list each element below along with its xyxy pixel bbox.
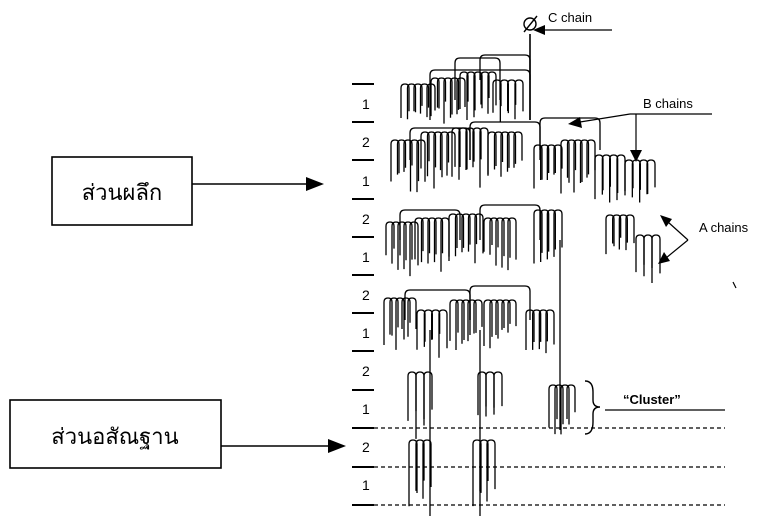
chain-cluster xyxy=(549,385,575,434)
layer-number: 1 xyxy=(362,173,370,189)
chain-cluster xyxy=(561,140,595,194)
chain-cluster xyxy=(415,218,449,272)
layer-number: 2 xyxy=(362,134,370,150)
cluster-label: “Cluster” xyxy=(623,392,681,407)
chain-cluster xyxy=(484,300,516,348)
chain-cluster xyxy=(478,372,502,416)
chain-cluster xyxy=(595,155,625,202)
crystalline-arrow xyxy=(192,177,324,191)
amorphous-region-box: ส่วนอสัณฐาน xyxy=(10,400,221,468)
b-chain-link xyxy=(405,290,470,320)
b-chains-label: B chains xyxy=(643,96,693,111)
chain-cluster xyxy=(488,132,522,177)
chain-cluster xyxy=(484,218,516,270)
layer-number: 2 xyxy=(362,363,370,379)
chain-cluster xyxy=(493,80,523,121)
a-chains-annotation: A chains xyxy=(658,215,749,264)
layer-number: 1 xyxy=(362,249,370,265)
chain-cluster xyxy=(625,160,655,203)
layer-number: 1 xyxy=(362,325,370,341)
layer-number: 2 xyxy=(362,287,370,303)
layer-number: 1 xyxy=(362,477,370,493)
stray-mark xyxy=(733,282,736,288)
layer-number: 1 xyxy=(362,401,370,417)
b-chains-annotation: B chains xyxy=(568,96,712,162)
cluster-annotation: “Cluster” xyxy=(585,381,725,434)
chain-cluster xyxy=(408,372,432,439)
chain-cluster xyxy=(409,440,431,506)
layer-number: 1 xyxy=(362,96,370,112)
layer-number: 2 xyxy=(362,439,370,455)
amorphous-arrow xyxy=(221,439,346,453)
chain-cluster xyxy=(421,132,455,189)
chain-cluster xyxy=(384,298,416,350)
chain-cluster xyxy=(606,215,634,254)
layer-number: 2 xyxy=(362,211,370,227)
a-chains-label: A chains xyxy=(699,220,749,235)
amorphous-boundaries xyxy=(360,428,725,505)
b-chain-link xyxy=(470,286,530,320)
crystalline-region-box: ส่วนผลึก xyxy=(52,157,192,225)
branched-chains xyxy=(384,55,660,516)
chain-cluster xyxy=(534,210,562,264)
chain-cluster xyxy=(449,214,483,263)
layer-numbers: 1 2 1 2 1 2 1 2 1 2 1 xyxy=(362,96,370,493)
chain-cluster xyxy=(386,222,418,276)
chain-cluster xyxy=(450,300,482,350)
amorphous-region-label: ส่วนอสัณฐาน xyxy=(51,425,178,450)
chain-cluster xyxy=(473,440,495,506)
chain-cluster xyxy=(417,310,447,358)
crystalline-region-label: ส่วนผลึก xyxy=(82,181,163,206)
c-chain-label: C chain xyxy=(548,10,592,25)
chain-cluster xyxy=(391,140,425,192)
chain-cluster xyxy=(636,235,660,283)
c-chain: C chain xyxy=(524,10,612,120)
chain-cluster xyxy=(534,145,562,188)
